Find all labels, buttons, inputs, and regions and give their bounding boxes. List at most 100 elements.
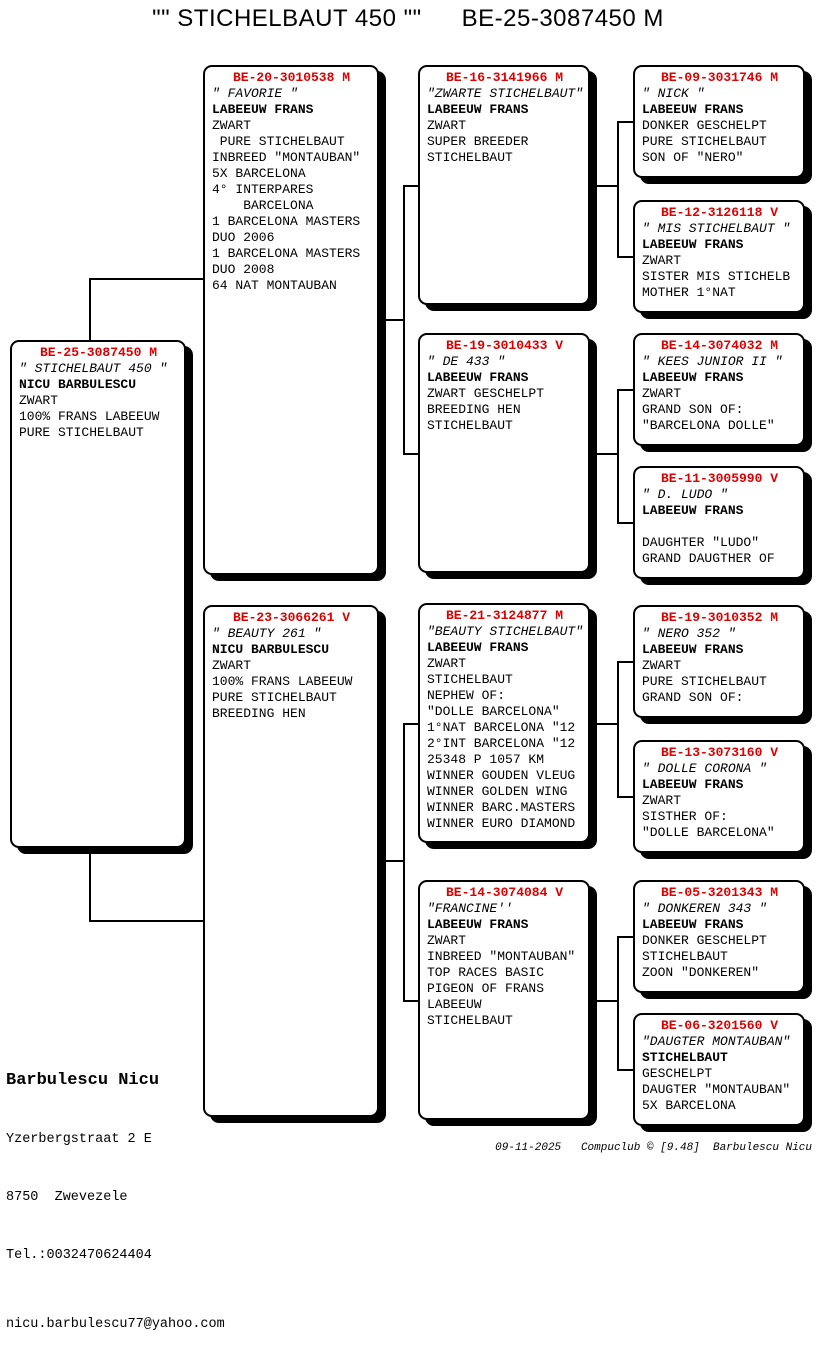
connector-line <box>403 453 419 455</box>
box-info-line: WINNER GOUDEN VLEUG <box>427 768 576 783</box>
box-info-line: PURE STICHELBAUT <box>642 674 767 689</box>
box-pigeon-name: " KEES JUNIOR II " <box>642 354 783 369</box>
box-info-line: 100% FRANS LABEEUW <box>19 409 160 424</box>
connector-line <box>589 185 619 187</box>
box-ring-number: BE-19-3010352 M <box>660 610 779 625</box>
box-info-line: STICHELBAUT <box>642 949 728 964</box>
box-info-line: WINNER EURO DIAMOND <box>427 816 576 831</box>
pedigree-box-greatgrandparent-4: BE-11-3005990 V" D. LUDO "LABEEUW FRANS … <box>633 466 805 579</box>
box-ring-number: BE-23-3066261 V <box>232 610 351 625</box>
connector-line <box>403 185 419 187</box>
box-info-line: ZWART <box>212 118 252 133</box>
box-info-line: DAUGTER "MONTAUBAN" <box>642 1082 791 1097</box>
box-info-line: "BARCELONA DOLLE" <box>642 418 775 433</box>
page-title: "" STICHELBAUT 450 "" BE-25-3087450 M <box>0 5 816 33</box>
contact-email: nicu.barbulescu77@yahoo.com <box>6 1317 225 1332</box>
connector-line <box>617 796 634 798</box>
box-info-line: DONKER GESCHELPT <box>642 118 767 133</box>
box-info-line: 100% FRANS LABEEUW <box>212 674 353 689</box>
box-info-line: GESCHELPT <box>642 1066 713 1081</box>
box-owner-line: LABEEUW FRANS <box>427 640 529 655</box>
connector-line <box>89 278 91 342</box>
box-pigeon-name: "BEAUTY STICHELBAUT" <box>427 624 584 639</box>
box-info-line: 1 BARCELONA MASTERS <box>212 246 361 261</box>
connector-line <box>89 846 91 922</box>
contact-phone: Tel.:0032470624404 <box>6 1248 152 1263</box>
box-info-line: ZWART <box>642 793 682 808</box>
title-pigeon-name: "" STICHELBAUT 450 "" <box>152 5 422 32</box>
box-pigeon-name: " NERO 352 " <box>642 626 736 641</box>
pedigree-box-greatgrandparent-6: BE-13-3073160 V" DOLLE CORONA "LABEEUW F… <box>633 740 805 853</box>
box-info-line: PURE STICHELBAUT <box>642 134 767 149</box>
box-info-line: BREEDING HEN <box>427 402 521 417</box>
box-info-line: STICHELBAUT <box>427 1013 513 1028</box>
connector-line <box>617 389 634 391</box>
box-ring-number: BE-05-3201343 M <box>660 885 779 900</box>
box-info-line: DAUGHTER "LUDO" <box>642 535 760 550</box>
pedigree-box-subject: BE-25-3087450 M" STICHELBAUT 450 "NICU B… <box>10 340 186 848</box>
box-info-line: 5X BARCELONA <box>212 166 306 181</box>
box-ring-number: BE-06-3201560 V <box>660 1018 779 1033</box>
box-pigeon-name: " FAVORIE " <box>212 86 298 101</box>
pedigree-box-greatgrandparent-8: BE-06-3201560 V"DAUGTER MONTAUBAN"STICHE… <box>633 1013 805 1126</box>
connector-line <box>403 723 419 725</box>
box-owner-line: NICU BARBULESCU <box>212 642 330 657</box>
connector-line <box>617 522 634 524</box>
box-info-line: PURE STICHELBAUT <box>212 134 345 149</box>
box-info-line: ZWART <box>212 658 252 673</box>
box-ring-number: BE-19-3010433 V <box>445 338 564 353</box>
box-pigeon-name: "DAUGTER MONTAUBAN" <box>642 1034 791 1049</box>
box-info-line: ZWART <box>19 393 59 408</box>
box-info-line: SISTER MIS STICHELB <box>642 269 791 284</box>
connector-line <box>378 860 405 862</box>
footer-credit: 09-11-2025 Compuclub © [9.48] Barbulescu… <box>495 1142 812 1154</box>
box-info-line: NEPHEW OF: <box>427 688 506 703</box>
pedigree-box-grandparent-1: BE-16-3141966 M"ZWARTE STICHELBAUT"LABEE… <box>418 65 590 305</box>
contact-street: Yzerbergstraat 2 E <box>6 1132 152 1147</box>
box-info-line: 1 BARCELONA MASTERS <box>212 214 361 229</box>
box-info-line: ZWART GESCHELPT <box>427 386 545 401</box>
box-info-line: GRAND DAUGTHER OF <box>642 551 775 566</box>
connector-line <box>617 936 634 938</box>
connector-line <box>89 278 205 280</box>
box-ring-number: BE-13-3073160 V <box>660 745 779 760</box>
box-info-line: ZWART <box>642 658 682 673</box>
pedigree-box-greatgrandparent-3: BE-14-3074032 M" KEES JUNIOR II "LABEEUW… <box>633 333 805 446</box>
connector-line <box>89 920 205 922</box>
box-info-line: ZWART <box>427 118 467 133</box>
box-owner-line: LABEEUW FRANS <box>427 102 529 117</box>
box-pigeon-name: " D. LUDO " <box>642 487 728 502</box>
box-ring-number: BE-21-3124877 M <box>445 608 564 623</box>
box-info-line: STICHELBAUT <box>427 418 513 433</box>
title-ring-number: BE-25-3087450 M <box>461 5 664 32</box>
box-owner-line: LABEEUW FRANS <box>642 642 744 657</box>
box-info-line: GRAND SON OF: <box>642 690 744 705</box>
box-owner-line: STICHELBAUT <box>642 1050 728 1065</box>
pedigree-box-dam: BE-23-3066261 V" BEAUTY 261 "NICU BARBUL… <box>203 605 379 1117</box>
pedigree-box-greatgrandparent-2: BE-12-3126118 V" MIS STICHELBAUT "LABEEU… <box>633 200 805 313</box>
box-info-line: DUO 2006 <box>212 230 275 245</box>
pedigree-box-grandparent-3: BE-21-3124877 M"BEAUTY STICHELBAUT"LABEE… <box>418 603 590 843</box>
box-pigeon-name: " NICK " <box>642 86 705 101</box>
box-info-line: TOP RACES BASIC <box>427 965 545 980</box>
box-info-line: BREEDING HEN <box>212 706 306 721</box>
connector-line <box>617 256 634 258</box>
box-owner-line: LABEEUW FRANS <box>642 370 744 385</box>
connector-line <box>617 936 619 1071</box>
box-info-line: MOTHER 1°NAT <box>642 285 736 300</box>
contact-city: 8750 Zwevezele <box>6 1190 128 1205</box>
box-info-line: SON OF "NERO" <box>642 150 744 165</box>
box-ring-number: BE-16-3141966 M <box>445 70 564 85</box>
box-info-line: STICHELBAUT <box>427 672 513 687</box>
connector-line <box>589 1000 619 1002</box>
box-info-line <box>642 519 797 535</box>
box-info-line: DONKER GESCHELPT <box>642 933 767 948</box>
box-info-line: ZWART <box>427 933 467 948</box>
box-ring-number: BE-09-3031746 M <box>660 70 779 85</box>
box-pigeon-name: " DE 433 " <box>427 354 506 369</box>
box-owner-line: LABEEUW FRANS <box>427 917 529 932</box>
box-info-line: PURE STICHELBAUT <box>19 425 144 440</box>
box-pigeon-name: " BEAUTY 261 " <box>212 626 322 641</box>
